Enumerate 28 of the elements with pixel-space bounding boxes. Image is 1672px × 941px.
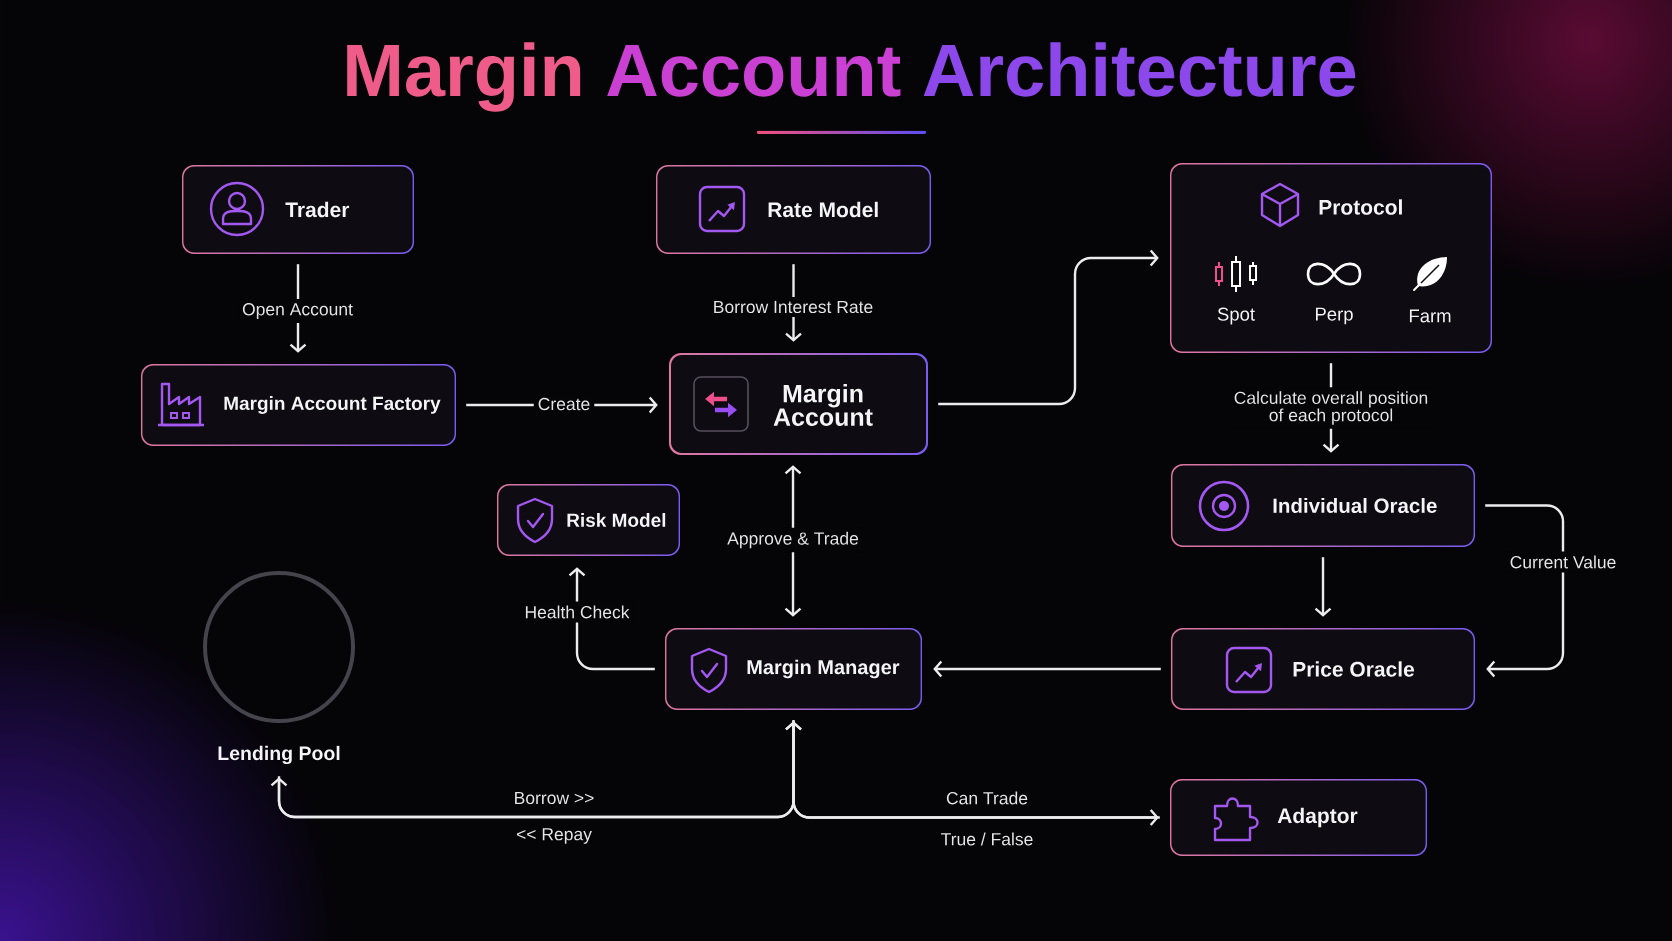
arrow: [568, 567, 655, 671]
component-box: Price Oracle: [1172, 629, 1474, 709]
edge-label: Can Trade: [946, 791, 1028, 805]
component-box: Risk Model: [498, 485, 679, 555]
node-label: Lending Pool: [218, 745, 340, 765]
edge-label: Calculate overall position of each protocol: [1227, 387, 1435, 429]
arrow: [1485, 504, 1565, 678]
edge-label: Health Check: [520, 601, 634, 623]
title: Margin Account Architecture: [347, 42, 1356, 112]
item-label: Farm: [1409, 309, 1451, 323]
edge-label: Open Account: [238, 299, 357, 323]
component-box: Rate Model: [657, 166, 930, 253]
component-box: Margin Manager: [666, 629, 921, 709]
arrow: [1314, 557, 1332, 617]
component-box: Trader: [183, 166, 413, 253]
item-label: Spot: [1217, 307, 1255, 325]
arrow: [933, 660, 1161, 678]
component-box: Adaptor: [1171, 780, 1426, 855]
component-box: Margin Account Factory: [142, 365, 455, 445]
edge-label: Approve & Trade: [723, 527, 863, 553]
edge-label: << Repay: [516, 828, 592, 844]
edge-label: Borrow >>: [515, 791, 594, 805]
edge-label: True / False: [941, 832, 1033, 846]
component-box: Individual Oracle: [1172, 465, 1474, 546]
component-box: Margin Account: [671, 355, 926, 453]
item-label: Perp: [1316, 307, 1353, 325]
arrow: [938, 249, 1159, 406]
double-arrow: [784, 465, 802, 617]
